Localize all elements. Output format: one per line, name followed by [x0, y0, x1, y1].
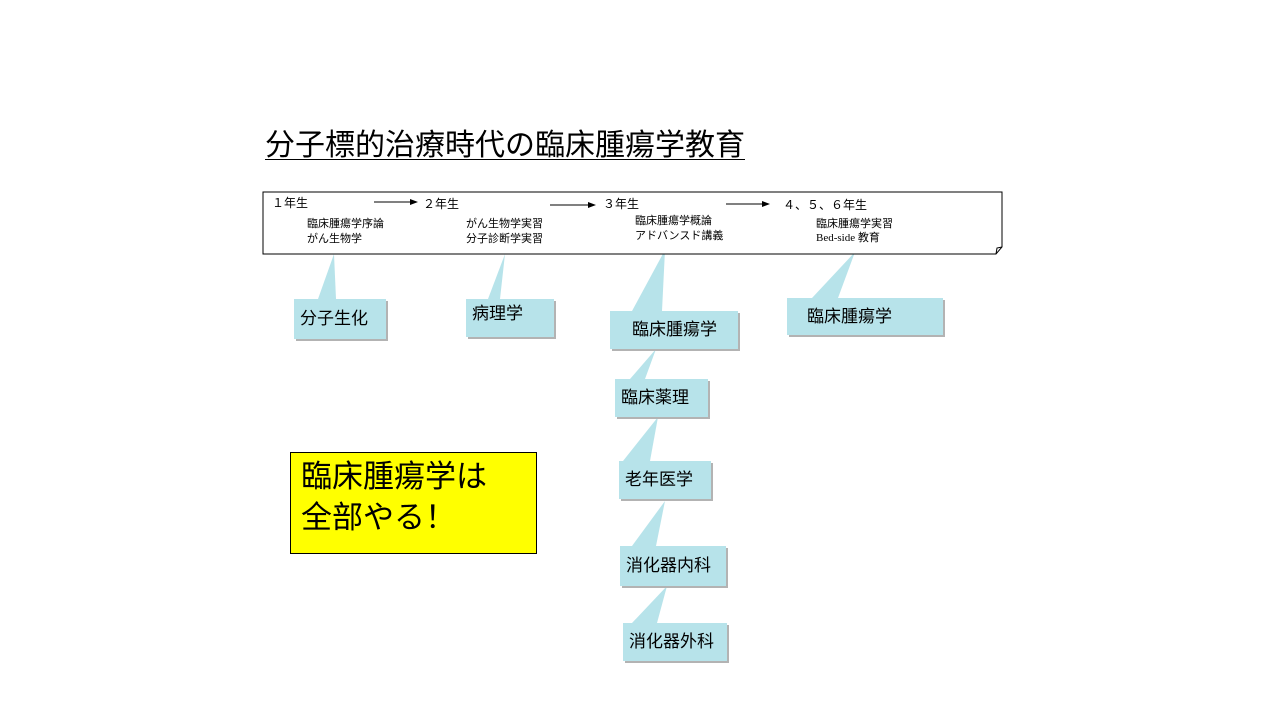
timeline-arrow — [374, 199, 418, 205]
callout-pointer — [623, 417, 658, 461]
callout-gi-surgery: 消化器外科 — [623, 623, 727, 661]
year-label-1: １年生 — [272, 196, 309, 210]
callout-pointer — [630, 349, 656, 379]
summary-note-line: 臨床腫瘍学は — [301, 459, 487, 495]
year-3-courses: 臨床腫瘍学概論 アドバンスド講義 — [635, 213, 723, 243]
year-label-2: ２年生 — [423, 197, 460, 211]
year-4-courses: 臨床腫瘍学実習 Bed-side 教育 — [816, 216, 893, 246]
callout-pointer — [632, 586, 667, 623]
callout-gastroenterology: 消化器内科 — [620, 546, 726, 586]
callout-geriatrics: 老年医学 — [619, 461, 711, 499]
course-item: 分子診断学実習 — [466, 232, 543, 245]
course-item: 臨床腫瘍学序論 — [307, 217, 384, 230]
year-1-courses: 臨床腫瘍学序論 がん生物学 — [307, 216, 384, 246]
course-item: 臨床腫瘍学実習 — [816, 217, 893, 230]
summary-note: 臨床腫瘍学は 全部やる！ — [290, 452, 537, 554]
callout-pointer — [632, 250, 665, 311]
callout-pointer — [812, 252, 855, 298]
timeline-arrow — [550, 202, 596, 208]
callout-pointer — [632, 501, 665, 546]
course-item: 臨床腫瘍学概論 — [635, 214, 712, 227]
summary-note-line: 全部やる！ — [301, 500, 456, 536]
timeline-box-fold — [995, 246, 1003, 255]
callout-clinical-pharmacology: 臨床薬理 — [615, 379, 708, 417]
course-item: アドバンスド講義 — [635, 229, 724, 242]
callout-pointer — [318, 254, 336, 299]
callout-biochemistry: 分子生化 — [294, 299, 386, 339]
timeline-arrow — [726, 201, 770, 207]
timeline-box — [262, 191, 1003, 255]
page-title: 分子標的治療時代の臨床腫瘍学教育 — [265, 128, 745, 163]
course-item: がん生物学実習 — [466, 217, 543, 230]
callout-pathology: 病理学 — [466, 299, 554, 337]
course-item: Bed-side 教育 — [816, 232, 880, 244]
callout-clinical-oncology-y4: 臨床腫瘍学 — [787, 298, 943, 335]
course-item: がん生物学 — [307, 232, 362, 245]
callout-pointer — [488, 254, 505, 299]
year-label-3: ３年生 — [603, 197, 640, 211]
year-2-courses: がん生物学実習 分子診断学実習 — [466, 216, 543, 246]
callout-clinical-oncology-y3: 臨床腫瘍学 — [610, 311, 738, 349]
year-label-4: ４、５、６年生 — [783, 198, 868, 212]
